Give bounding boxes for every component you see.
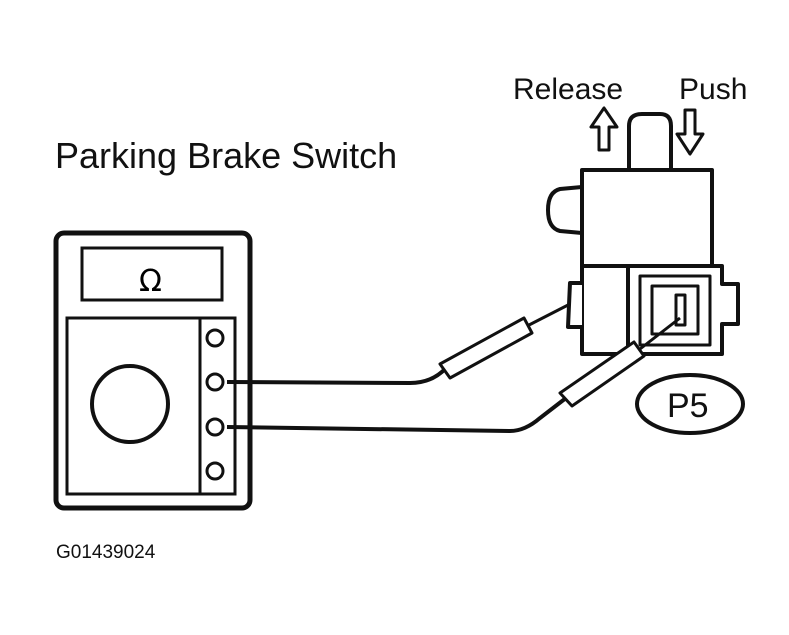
ohm-symbol: Ω xyxy=(139,264,162,299)
diagram-title: Parking Brake Switch xyxy=(55,135,397,176)
switch-lower-body xyxy=(580,264,630,356)
push-arrow-icon xyxy=(675,108,705,156)
connector-label-bubble xyxy=(635,373,745,435)
switch-upper-body xyxy=(580,168,714,268)
figure-code: G01439024 xyxy=(56,542,156,563)
switch-connector-socket xyxy=(650,284,700,336)
multimeter-body xyxy=(53,230,253,511)
release-arrow-icon xyxy=(589,106,619,152)
release-label: Release xyxy=(513,73,623,106)
test-probe-2 xyxy=(226,316,681,434)
test-probe-1 xyxy=(226,302,571,386)
switch-plunger xyxy=(627,112,673,172)
multimeter-dial xyxy=(90,364,170,444)
parking-brake-switch xyxy=(546,112,740,356)
connector-label: P5 xyxy=(667,387,709,425)
switch-side-tab xyxy=(546,185,583,235)
push-label: Push xyxy=(679,73,747,106)
multimeter-jack-4 xyxy=(205,461,225,481)
switch-terminal xyxy=(674,293,687,327)
multimeter xyxy=(53,230,253,511)
multimeter-jack-1 xyxy=(205,328,225,348)
multimeter-jack-2 xyxy=(205,372,225,392)
multimeter-jack-3 xyxy=(205,417,225,437)
switch-connector-inner xyxy=(638,274,712,347)
multimeter-panel xyxy=(65,316,237,496)
multimeter-display xyxy=(80,246,224,302)
